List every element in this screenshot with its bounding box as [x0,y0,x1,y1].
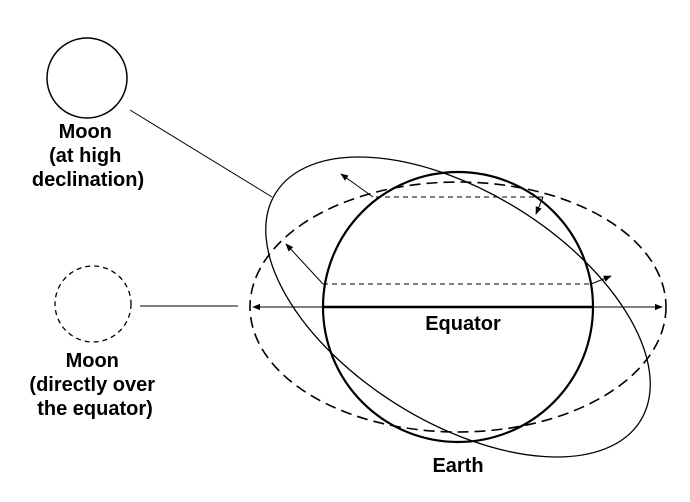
tide-arrow-mid-left [285,243,324,285]
moon-over-equator [54,265,132,343]
earth-label: Earth [432,455,483,477]
tilted-tidal-bulge [265,156,651,458]
tide-arrow-upper-left [340,173,374,198]
moon-high-label: Moon (at high declination) [32,121,144,191]
equatorial-tidal-bulge [249,181,667,433]
moon-equator-label: Moon (directly over the equator) [29,350,160,420]
moon-high-direction-line [129,109,273,198]
tide-arrow-upper-right [535,196,544,215]
moon-high-declination [46,37,128,119]
equator-label: Equator [425,313,501,335]
tide-arrow-mid-right [590,275,612,285]
